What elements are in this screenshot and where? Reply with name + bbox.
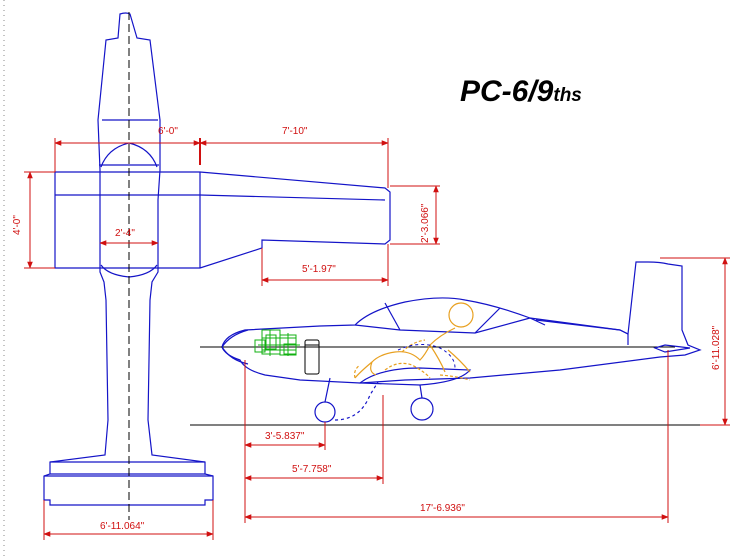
dim-tail-span: 6'-11.064": [100, 521, 145, 532]
page-title-suffix: ths: [553, 85, 582, 106]
dim-wing-outer-span: 7'-10": [282, 126, 308, 137]
dim-gear-position: 3'-5.837": [265, 431, 305, 442]
dim-overall-length: 17'-6.936": [420, 503, 465, 514]
firewall: [304, 339, 320, 375]
dim-fuselage-width: 2'-4": [115, 228, 135, 239]
main-wheel: [410, 397, 434, 421]
dim-height: 6'-11.028": [711, 325, 722, 370]
dim-aileron-length: 5'-1.97": [302, 264, 336, 275]
side-view: [221, 261, 702, 423]
pilot: [353, 302, 474, 381]
pilot-head: [448, 302, 474, 328]
page-title: PC-6/9ths: [460, 75, 582, 108]
dim-tip-chord: 2'-3.066": [420, 203, 431, 243]
dim-cg-position: 5'-7.758": [292, 464, 332, 475]
top-view: [43, 12, 391, 506]
top-view-fuselage: [43, 12, 214, 506]
nose-wheel: [314, 401, 336, 423]
dim-root-chord: 4'-0": [12, 215, 23, 235]
dim-wing-center-span: 6'-0": [158, 126, 178, 137]
seat-outline: [397, 344, 456, 369]
dimension-lines: [24, 138, 730, 540]
page-title-main: PC-6/9: [460, 75, 554, 108]
top-view-wing: [54, 171, 391, 269]
engine: [254, 329, 300, 356]
